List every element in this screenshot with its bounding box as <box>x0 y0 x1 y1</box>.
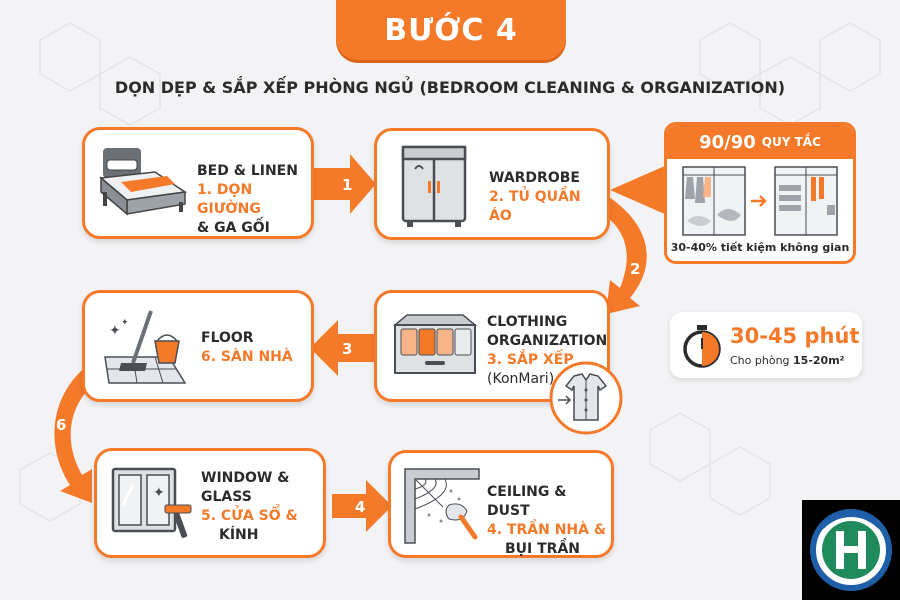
rule-pointer <box>610 165 667 215</box>
time-value: 30-45 phút <box>730 324 860 348</box>
time-badge: 30-45 phút Cho phòng 15-20m² <box>670 312 862 378</box>
svg-text:✦: ✦ <box>153 485 165 501</box>
step-3-title-line2: ORGANIZATION <box>487 333 608 349</box>
page-title: BƯỚC 4 <box>384 12 518 48</box>
arrow-4-label: 4 <box>355 498 365 516</box>
step-5-vi-sub: KÍNH <box>219 527 259 543</box>
step-1-vi-sub: & GA GỐI <box>197 220 270 236</box>
step-1-text: BED & LINEN 1. DỌN GIƯỜNG & GA GỐI <box>197 162 311 238</box>
step-1-title: BED & LINEN <box>197 163 298 179</box>
step-card-wardrobe: WARDROBE 2. TỦ QUẦN ÁO <box>374 128 610 240</box>
step-4-vi-sub: BỤI TRẦN <box>505 541 581 557</box>
rule-panel: 90/90 QUY TẮC 30-40% tiết kiệm không gia… <box>664 122 856 264</box>
step-3-vi-sub: (KonMari) <box>487 371 555 387</box>
arrow-1-label: 1 <box>342 176 352 194</box>
page-subtitle: DỌN DẸP & SẮP XẾP PHÒNG NGỦ (BEDROOM CLE… <box>114 78 786 97</box>
arrow-1 <box>310 154 376 214</box>
title-banner: BƯỚC 4 <box>336 0 566 60</box>
step-card-clothing-organization: CLOTHING ORGANIZATION 3. SẮP XẾP (KonMar… <box>374 290 610 402</box>
time-note-prefix: Cho phòng <box>730 354 794 367</box>
shirt-icon <box>549 361 623 435</box>
rule-title: 90/90 <box>699 131 756 153</box>
arrow-6-label: 6 <box>56 416 66 434</box>
step-4-vi: 4. TRẦN NHÀ & <box>487 522 607 538</box>
rule-header: 90/90 QUY TẮC <box>667 125 853 159</box>
step-5-vi: 5. CỬA SỔ & <box>201 508 298 524</box>
svg-text:✦: ✦ <box>121 318 129 328</box>
mop-bucket-icon: ✦ ✦ <box>104 310 187 384</box>
step-2-title: WARDROBE <box>489 170 580 186</box>
step-3-title: CLOTHING <box>487 314 568 330</box>
step-6-vi: 6. SÀN NHÀ <box>201 349 293 365</box>
arrow-6 <box>54 362 104 503</box>
arrow-2 <box>590 190 647 314</box>
step-2-vi: 2. TỦ QUẦN ÁO <box>489 189 581 224</box>
bed-icon <box>99 148 188 216</box>
step-6-text: FLOOR 6. SÀN NHÀ <box>201 329 293 367</box>
arrow-2-label: 2 <box>630 260 640 278</box>
rule-subtitle: QUY TẮC <box>761 135 821 149</box>
logo-icon <box>810 509 892 591</box>
time-note: Cho phòng 15-20m² <box>730 354 844 367</box>
step-4-text: CEILING & DUST 4. TRẦN NHÀ & BỤI TRẦN <box>487 483 611 559</box>
step-5-title-line2: GLASS <box>201 489 252 505</box>
arrow-3-label: 3 <box>342 340 352 358</box>
step-3-vi: 3. SẮP XẾP <box>487 352 574 368</box>
arrow-3 <box>310 320 376 376</box>
step-4-title: CEILING & DUST <box>487 484 567 519</box>
stopwatch-icon <box>683 325 721 368</box>
wardrobe-icon <box>401 145 467 227</box>
step-card-floor: ✦ ✦ FLOOR 6. SÀN NHÀ <box>82 290 314 402</box>
step-5-text: WINDOW & GLASS 5. CỬA SỔ & KÍNH <box>201 469 298 545</box>
step-card-window-glass: ✦ WINDOW & GLASS 5. CỬA SỔ & KÍNH <box>94 448 326 558</box>
window-squeegee-icon: ✦ <box>111 467 192 538</box>
step-5-title: WINDOW & <box>201 470 290 486</box>
step-6-title: FLOOR <box>201 330 254 346</box>
wardrobe-before-after-icon <box>682 166 838 236</box>
step-2-text: WARDROBE 2. TỦ QUẦN ÁO <box>489 169 607 226</box>
arrow-4 <box>332 480 392 532</box>
step-3-text: CLOTHING ORGANIZATION 3. SẮP XẾP (KonMar… <box>487 313 607 389</box>
cobweb-duster-icon <box>404 468 480 544</box>
svg-text:✦: ✦ <box>109 323 121 339</box>
step-1-vi: 1. DỌN GIƯỜNG <box>197 182 261 217</box>
step-card-bed-linen: BED & LINEN 1. DỌN GIƯỜNG & GA GỐI <box>82 127 314 239</box>
step-card-ceiling-dust: CEILING & DUST 4. TRẦN NHÀ & BỤI TRẦN <box>388 450 614 558</box>
clothes-box-icon <box>392 314 478 374</box>
logo <box>802 500 900 600</box>
time-note-room-size: 15-20m² <box>793 354 845 367</box>
rule-note: 30-40% tiết kiệm không gian <box>670 241 850 254</box>
